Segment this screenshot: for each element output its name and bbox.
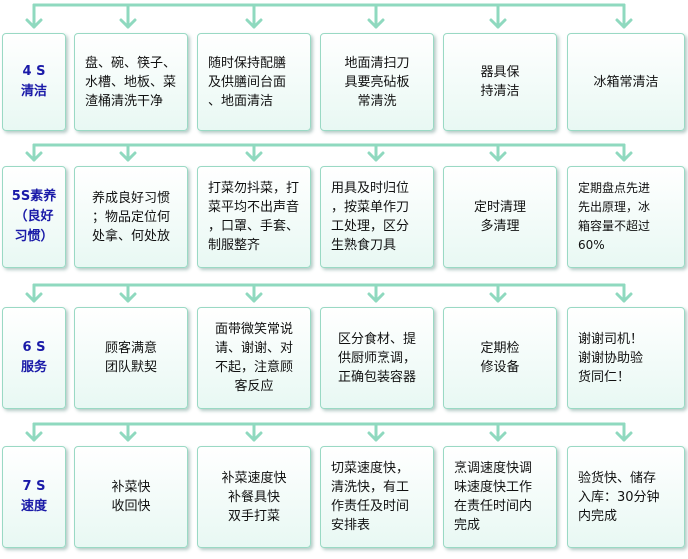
row1-cell-equipment: 器具保 持清洁 bbox=[443, 33, 557, 131]
row1-cell-utensils: 盘、碗、筷子、 水槽、地板、菜 渣桶清洗干净 bbox=[74, 33, 188, 131]
down-arrow-icon bbox=[367, 151, 385, 162]
down-arrow-icon bbox=[25, 151, 43, 162]
down-arrow-icon bbox=[245, 431, 263, 442]
down-arrow-icon bbox=[25, 18, 43, 29]
row2-cell-serving: 打菜勿抖菜，打 菜平均不出声音 ，口罩、手套、 制服整齐 bbox=[197, 166, 311, 268]
down-arrow-icon bbox=[367, 292, 385, 303]
down-arrow-icon bbox=[25, 431, 43, 442]
row4-cell-replenish: 补菜速度快 补餐具快 双手打菜 bbox=[197, 446, 311, 548]
row3-cell-maintenance: 定期检 修设备 bbox=[443, 307, 557, 409]
down-arrow-icon bbox=[245, 18, 263, 29]
down-arrow-icon bbox=[119, 18, 137, 29]
row4-header: 7 S 速度 bbox=[2, 446, 66, 548]
down-arrow-icon bbox=[489, 151, 507, 162]
row4-cell-cutting: 切菜速度快， 清洗快，有工 作责任及时间 安排表 bbox=[320, 446, 434, 548]
down-arrow-icon bbox=[615, 431, 633, 442]
row3-header: 6 S 服务 bbox=[2, 307, 66, 409]
down-arrow-icon bbox=[119, 292, 137, 303]
down-arrow-icon bbox=[615, 18, 633, 29]
down-arrow-icon bbox=[367, 18, 385, 29]
row4-cell-refill: 补菜快 收回快 bbox=[74, 446, 188, 548]
down-arrow-icon bbox=[245, 151, 263, 162]
row2-cell-habits: 养成良好习惯 ；物品定位何 处拿、何处放 bbox=[74, 166, 188, 268]
row3-cell-satisfaction: 顾客满意 团队默契 bbox=[74, 307, 188, 409]
row1-header: 4 S 清洁 bbox=[2, 33, 66, 131]
row2-header: 5S素养 （良好 习惯） bbox=[2, 166, 66, 268]
row4-cell-receiving: 验货快、储存 入库：30分钟 内完成 bbox=[567, 446, 685, 548]
row3-cell-courtesy: 面带微笑常说 请、谢谢、对 不起，注意顾 客反应 bbox=[197, 307, 311, 409]
down-arrow-icon bbox=[367, 431, 385, 442]
down-arrow-icon bbox=[615, 151, 633, 162]
row2-cell-tools: 用具及时归位 ，按菜单作刀 工处理，区分 生熟食刀具 bbox=[320, 166, 434, 268]
down-arrow-icon bbox=[615, 292, 633, 303]
down-arrow-icon bbox=[119, 151, 137, 162]
down-arrow-icon bbox=[25, 292, 43, 303]
row2-cell-inventory: 定期盘点先进 先出原理，冰 箱容量不超过 60% bbox=[567, 166, 685, 268]
row4-cell-cooking: 烹调速度快调 味速度快工作 在责任时间内 完成 bbox=[443, 446, 557, 548]
row1-cell-fridge: 冰箱常清洁 bbox=[567, 33, 685, 131]
row1-cell-floor: 地面清扫刀 具要亮砧板 常清洗 bbox=[320, 33, 434, 131]
row2-cell-cleanup: 定时清理 多清理 bbox=[443, 166, 557, 268]
row1-cell-counter: 随时保持配膳 及供膳间台面 、地面清洁 bbox=[197, 33, 311, 131]
down-arrow-icon bbox=[119, 431, 137, 442]
row3-cell-thanks: 谢谢司机！ 谢谢协助验 货同仁！ bbox=[567, 307, 685, 409]
down-arrow-icon bbox=[489, 292, 507, 303]
row3-cell-ingredients: 区分食材、提 供厨师烹调， 正确包装容器 bbox=[320, 307, 434, 409]
down-arrow-icon bbox=[245, 292, 263, 303]
down-arrow-icon bbox=[489, 431, 507, 442]
down-arrow-icon bbox=[489, 18, 507, 29]
